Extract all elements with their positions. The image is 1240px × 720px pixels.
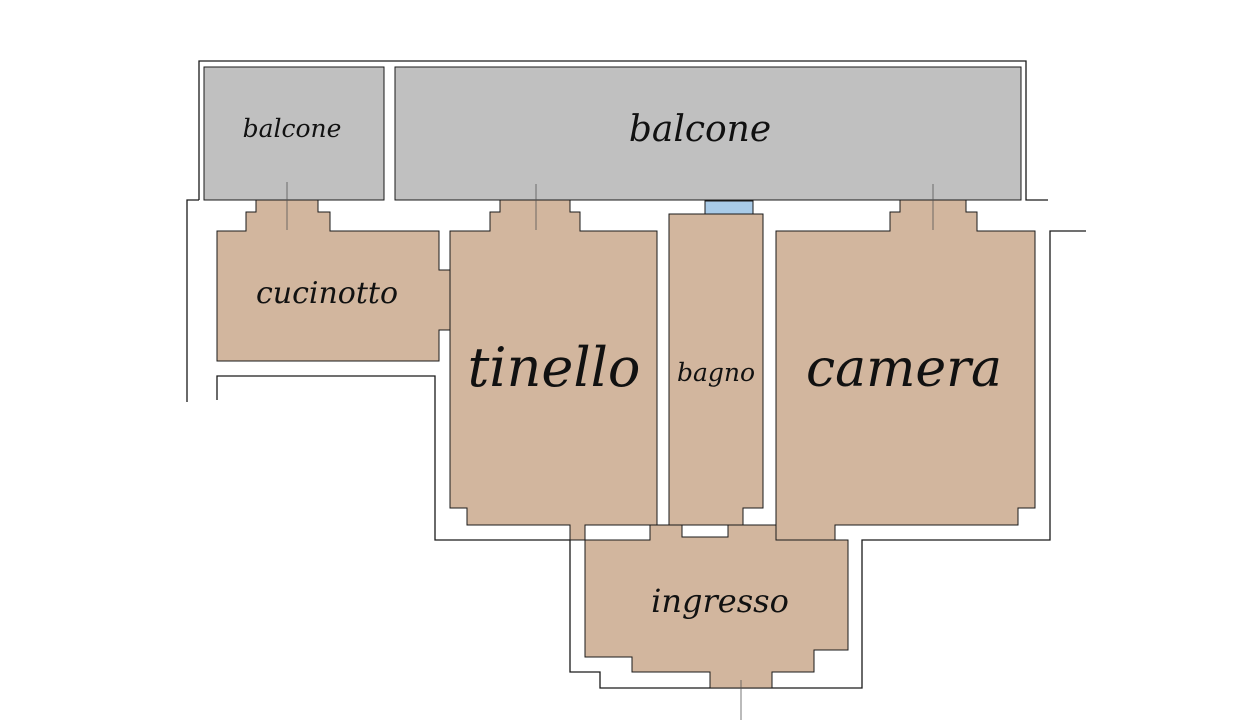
balcony-small <box>203 66 385 201</box>
room-camera <box>775 199 1036 541</box>
label-ingresso: ingresso <box>651 582 789 620</box>
label-balcone-small: balcone <box>243 114 342 143</box>
room-ingresso <box>584 524 849 689</box>
outer-wall-lower-left <box>216 230 1086 689</box>
outer-wall-top <box>198 60 1048 201</box>
outer-wall-left <box>186 199 199 402</box>
bagno-window <box>704 200 754 215</box>
balcony-large <box>394 66 1022 201</box>
room-cucinotto <box>216 199 451 362</box>
label-bagno: bagno <box>677 358 755 387</box>
label-balcone-large: balcone <box>629 109 771 150</box>
label-camera: camera <box>806 339 1002 399</box>
label-cucinotto: cucinotto <box>256 276 398 311</box>
label-tinello: tinello <box>468 336 641 399</box>
